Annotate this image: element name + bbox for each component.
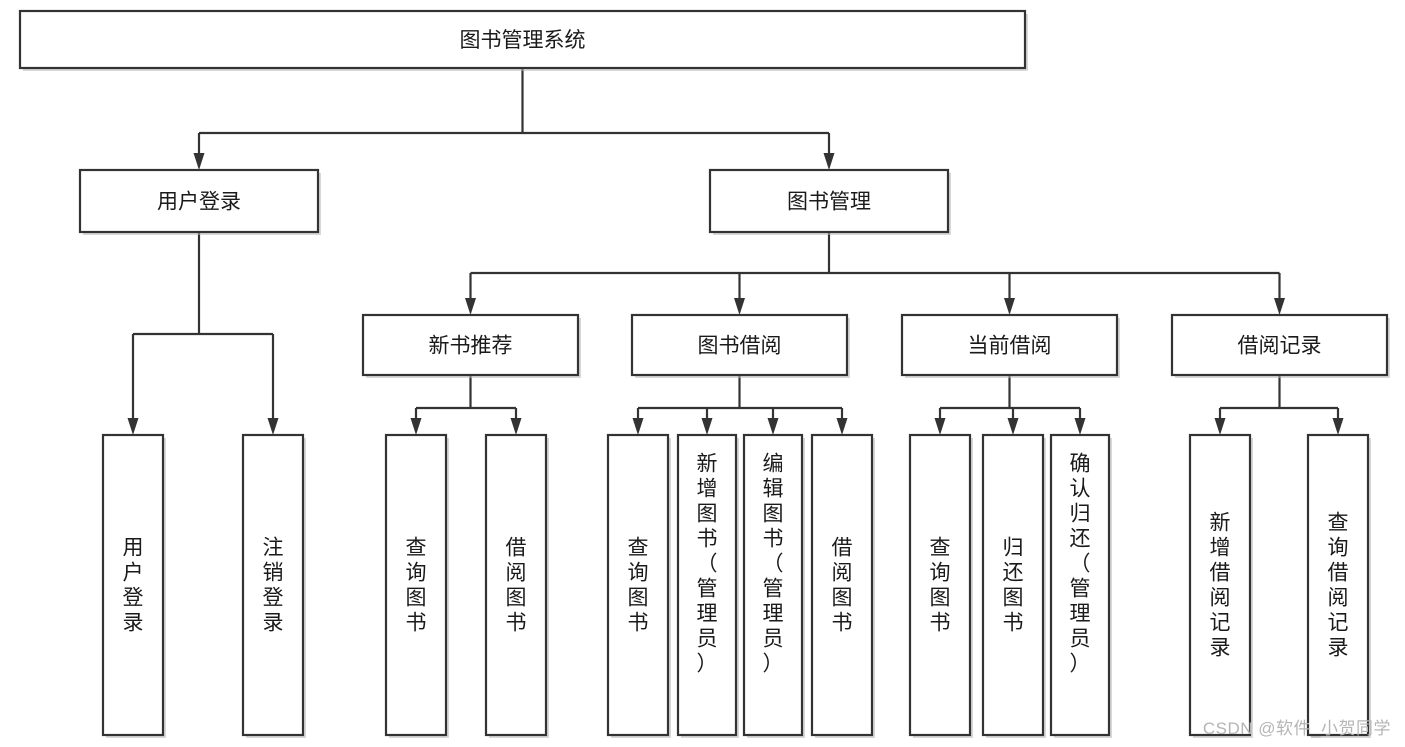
node-label: 确认归还（管理员） xyxy=(1070,452,1091,675)
node-label: 查询图书 xyxy=(406,536,427,634)
node-label: 用户登录 xyxy=(157,191,241,214)
node-box[interactable] xyxy=(900,313,1119,377)
arrow-head xyxy=(701,418,713,435)
node-label: 当前借阅 xyxy=(968,335,1052,358)
arrow-head xyxy=(1007,418,1019,435)
arrow-head xyxy=(1004,298,1015,315)
node-box[interactable] xyxy=(742,433,804,737)
node-box[interactable] xyxy=(78,168,320,234)
node-label: 新书推荐 xyxy=(429,335,513,358)
node-box[interactable] xyxy=(1306,433,1370,737)
node-box[interactable] xyxy=(981,433,1045,737)
connector-group xyxy=(1214,375,1344,435)
node-current-borrow[interactable]: 当前借阅 xyxy=(900,313,1120,378)
node-box[interactable] xyxy=(361,313,580,377)
connector-group xyxy=(127,232,279,435)
connector-group xyxy=(934,375,1086,435)
node-label: 注销登录 xyxy=(263,536,284,634)
node-box[interactable] xyxy=(1049,433,1111,737)
node-label: 新增借阅记录 xyxy=(1210,511,1231,659)
node-book-borrow[interactable]: 图书借阅 xyxy=(630,313,850,378)
node-box[interactable] xyxy=(810,433,874,737)
arrow-head xyxy=(632,418,644,435)
arrow-head xyxy=(267,418,279,435)
node-box[interactable] xyxy=(101,433,165,737)
watermark-text: CSDN @软件_小贺同学 xyxy=(1202,719,1391,738)
node-leaf-return-book[interactable]: 归还图书 xyxy=(981,433,1046,738)
node-box[interactable] xyxy=(908,433,972,737)
node-box[interactable] xyxy=(484,433,548,737)
node-leaf-borrow-book-2[interactable]: 借阅图书 xyxy=(810,433,875,738)
node-label: 借阅图书 xyxy=(506,536,527,634)
node-leaf-query-book-2[interactable]: 查询图书 xyxy=(606,433,671,738)
node-label: 新增图书（管理员） xyxy=(697,452,718,675)
node-box[interactable] xyxy=(18,9,1027,70)
arrow-head xyxy=(1274,298,1285,315)
arrow-head xyxy=(1214,418,1226,435)
arrow-head xyxy=(767,418,779,435)
node-box[interactable] xyxy=(708,168,950,234)
connector-group xyxy=(632,375,848,435)
arrow-head xyxy=(734,298,745,315)
node-label: 查询图书 xyxy=(930,536,951,634)
node-leaf-confirm-return[interactable]: 确认归还（管理员） xyxy=(1049,433,1112,738)
arrow-head xyxy=(1332,418,1344,435)
node-root[interactable]: 图书管理系统 xyxy=(18,9,1028,71)
node-box[interactable] xyxy=(1170,313,1389,377)
connector-layer xyxy=(127,68,1344,435)
node-leaf-query-book-3[interactable]: 查询图书 xyxy=(908,433,973,738)
node-layer: 图书管理系统用户登录图书管理新书推荐图书借阅当前借阅借阅记录用户登录注销登录查询… xyxy=(18,9,1390,738)
connector-group xyxy=(193,68,835,170)
node-leaf-add-record[interactable]: 新增借阅记录 xyxy=(1188,433,1253,738)
node-label: 图书借阅 xyxy=(698,335,782,358)
node-box[interactable] xyxy=(384,433,448,737)
arrow-head xyxy=(934,418,946,435)
node-user-login[interactable]: 用户登录 xyxy=(78,168,321,235)
arrow-head xyxy=(1074,418,1086,435)
node-new-book-rec[interactable]: 新书推荐 xyxy=(361,313,581,378)
node-leaf-edit-book[interactable]: 编辑图书（管理员） xyxy=(742,433,805,738)
node-label: 用户登录 xyxy=(123,536,144,634)
node-label: 图书管理系统 xyxy=(460,29,586,52)
arrow-head xyxy=(510,418,522,435)
node-borrow-record[interactable]: 借阅记录 xyxy=(1170,313,1390,378)
node-label: 借阅图书 xyxy=(832,536,853,634)
node-label: 编辑图书（管理员） xyxy=(763,452,784,675)
connector-group xyxy=(410,375,522,435)
arrow-head xyxy=(193,153,205,170)
node-label: 查询图书 xyxy=(628,536,649,634)
arrow-head xyxy=(836,418,848,435)
node-box[interactable] xyxy=(676,433,738,737)
node-label: 借阅记录 xyxy=(1238,335,1322,358)
node-leaf-query-book-1[interactable]: 查询图书 xyxy=(384,433,449,738)
connector-group xyxy=(465,232,1285,315)
node-leaf-borrow-book-1[interactable]: 借阅图书 xyxy=(484,433,549,738)
node-book-manage[interactable]: 图书管理 xyxy=(708,168,951,235)
arrow-head xyxy=(823,153,835,170)
node-label: 查询借阅记录 xyxy=(1328,511,1349,659)
node-label: 归还图书 xyxy=(1003,536,1024,634)
arrow-head xyxy=(127,418,139,435)
arrow-head xyxy=(410,418,422,435)
node-box[interactable] xyxy=(606,433,670,737)
node-box[interactable] xyxy=(630,313,849,377)
node-leaf-add-book[interactable]: 新增图书（管理员） xyxy=(676,433,739,738)
node-leaf-query-record[interactable]: 查询借阅记录 xyxy=(1306,433,1371,738)
node-label: 图书管理 xyxy=(787,191,871,214)
node-leaf-user-login[interactable]: 用户登录 xyxy=(101,433,166,738)
node-box[interactable] xyxy=(1188,433,1252,737)
node-box[interactable] xyxy=(241,433,305,737)
arrow-head xyxy=(465,298,476,315)
node-leaf-logout[interactable]: 注销登录 xyxy=(241,433,306,738)
